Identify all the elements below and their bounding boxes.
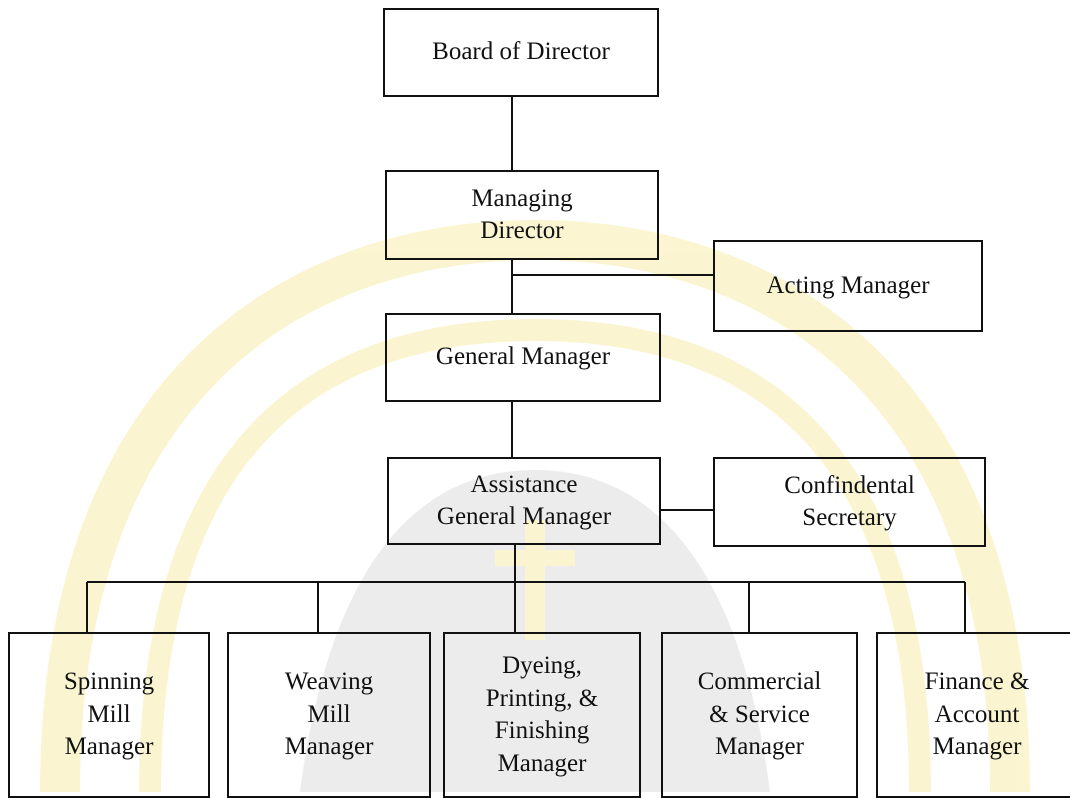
spinning-mill-manager-box: Spinning Mill Manager [8, 632, 210, 798]
assistant-general-manager-box: Assistance General Manager [387, 457, 661, 545]
board-of-director-box: Board of Director [383, 8, 659, 97]
commercial-service-manager-box: Commercial & Service Manager [661, 632, 858, 798]
finance-account-manager-box: Finance & Account Manager [876, 632, 1070, 798]
general-manager-box: General Manager [385, 313, 661, 402]
weaving-mill-manager-box: Weaving Mill Manager [227, 632, 431, 798]
confidential-secretary-box: Confindental Secretary [713, 457, 986, 547]
managing-director-box: Managing Director [385, 170, 659, 260]
acting-manager-box: Acting Manager [713, 240, 983, 332]
dyeing-printing-finishing-manager-box: Dyeing, Printing, & Finishing Manager [443, 632, 641, 798]
